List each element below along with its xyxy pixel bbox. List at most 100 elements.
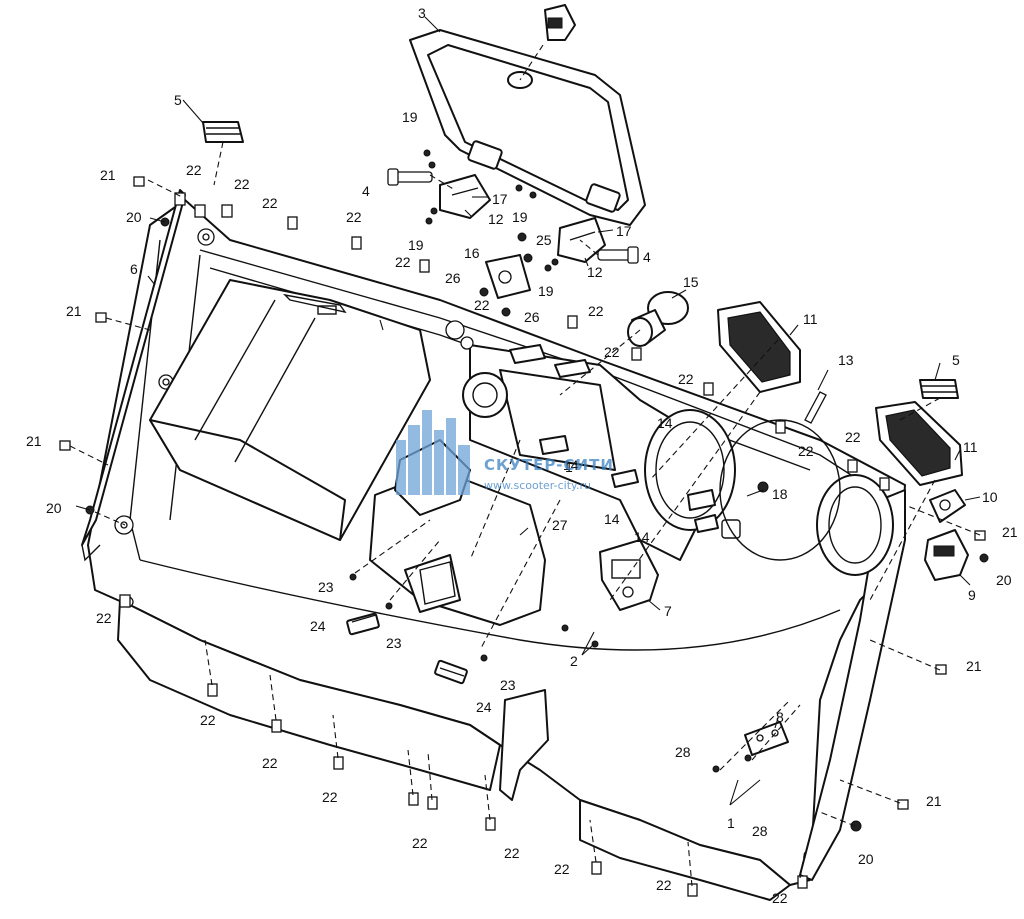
pad-24-a: [346, 612, 380, 636]
watermark-url: www.scooter-city.ru: [484, 479, 591, 492]
callout-5-left: 5: [174, 92, 182, 108]
hinge-pin-left: [387, 168, 433, 186]
latch-plate: [485, 254, 531, 299]
callout-19-b: 19: [408, 237, 424, 253]
callout-7: 7: [664, 603, 672, 619]
callout-20-b: 20: [46, 500, 62, 516]
callout-1-a: 1: [727, 815, 735, 831]
callout-14-d: 14: [634, 529, 650, 545]
callout-21-f: 21: [926, 793, 942, 809]
callout-26-b: 26: [524, 309, 540, 325]
callout-16: 16: [464, 245, 480, 261]
connector-10: [929, 489, 966, 523]
callout-14-b: 14: [563, 457, 579, 473]
callout-20-c: 20: [996, 572, 1012, 588]
callout-14-a: 14: [657, 415, 673, 431]
callout-2: 2: [570, 653, 578, 669]
callout-19-d: 19: [538, 283, 554, 299]
callout-18: 18: [772, 486, 788, 502]
callout-22-r: 22: [554, 861, 570, 877]
leader-lines: [147, 16, 981, 806]
speaker-center: [717, 301, 801, 393]
callout-22-g: 22: [588, 303, 604, 319]
vent-clips: [509, 344, 719, 533]
pad-24-b: [434, 659, 468, 685]
connector-9: [924, 529, 969, 581]
cap-left: [202, 121, 244, 143]
callout-28-a: 28: [675, 744, 691, 760]
hinge-right: [557, 217, 606, 263]
assembly-lines: [69, 44, 981, 887]
callout-23-c: 23: [500, 677, 516, 693]
callout-22-k: 22: [845, 429, 861, 445]
callout-23-a: 23: [318, 579, 334, 595]
callout-22-c: 22: [262, 195, 278, 211]
callout-22-b: 22: [234, 176, 250, 192]
lock-cylinder: [627, 291, 689, 347]
callout-22-i: 22: [678, 371, 694, 387]
callout-22-j: 22: [798, 443, 814, 459]
callout-22-h: 22: [604, 344, 620, 360]
callout-28-b: 28: [752, 823, 768, 839]
callout-14-c: 14: [604, 511, 620, 527]
callout-22-o: 22: [322, 789, 338, 805]
callout-22-p: 22: [412, 835, 428, 851]
callout-3: 3: [418, 5, 426, 21]
callout-15: 15: [683, 274, 699, 290]
callout-22-f: 22: [474, 297, 490, 313]
callout-22-a: 22: [186, 162, 202, 178]
callout-22-s: 22: [656, 877, 672, 893]
callout-21-c: 21: [26, 433, 42, 449]
callout-27: 27: [552, 517, 568, 533]
callout-4-right: 4: [643, 249, 651, 265]
hinge-pin-right: [597, 246, 639, 264]
callout-25: 25: [536, 232, 552, 248]
callout-13: 13: [838, 352, 854, 368]
callout-11-a: 11: [803, 311, 818, 327]
callout-12-a: 12: [488, 211, 504, 227]
callout-17-b: 17: [616, 223, 632, 239]
callout-22-q: 22: [504, 845, 520, 861]
speaker-right: [875, 401, 963, 486]
watermark: СКУТЕР-СИТИ www.scooter-city.ru: [396, 410, 614, 495]
screws: [75, 149, 989, 832]
callout-12-b: 12: [587, 264, 603, 280]
clips-22: [119, 192, 890, 897]
callout-17-a: 17: [492, 191, 508, 207]
storage-lid: [409, 29, 646, 226]
callout-4-left: 4: [362, 183, 370, 199]
callout-22-l: 22: [96, 610, 112, 626]
gauge-bezel: [445, 320, 894, 576]
callout-6: 6: [130, 261, 138, 277]
callout-22-t: 22: [772, 890, 788, 906]
callout-21-a: 21: [100, 167, 116, 183]
callout-5-right: 5: [952, 352, 960, 368]
bracket-8: [744, 721, 789, 756]
callout-21-d: 21: [1002, 524, 1018, 540]
cap-right: [919, 379, 959, 399]
callout-22-e: 22: [395, 254, 411, 270]
lid-latch: [544, 4, 576, 41]
callout-24-b: 24: [476, 699, 492, 715]
watermark-brand: СКУТЕР-СИТИ: [484, 456, 614, 474]
callout-labels: 3 5 5 6 4 4 19 19 19 19 17 17 12 12 16 2…: [26, 5, 1018, 906]
callout-20-d: 20: [858, 851, 874, 867]
callout-1-b: 1: [565, 459, 573, 475]
callout-24-a: 24: [310, 618, 326, 634]
callout-21-e: 21: [966, 658, 982, 674]
callout-22-n: 22: [262, 755, 278, 771]
callout-19-a: 19: [402, 109, 418, 125]
callout-21-b: 21: [66, 303, 82, 319]
callout-22-m: 22: [200, 712, 216, 728]
callout-23-b: 23: [386, 635, 402, 651]
hinge-left: [439, 174, 491, 219]
callout-22-d: 22: [346, 209, 362, 225]
callout-10: 10: [982, 489, 998, 505]
city-skyline-logo: [396, 410, 470, 495]
callout-20-a: 20: [126, 209, 142, 225]
glovebox-housing: [149, 279, 431, 541]
callout-26-a: 26: [445, 270, 461, 286]
switch-module: [599, 539, 659, 611]
nuts-21: [59, 176, 986, 810]
